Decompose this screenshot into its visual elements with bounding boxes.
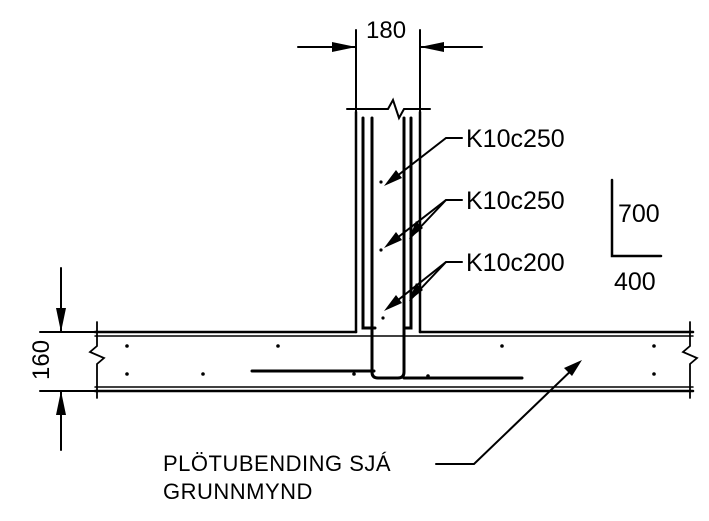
note-line-2: GRUNNMYND bbox=[163, 479, 313, 504]
slab-thickness-dimension bbox=[39, 267, 96, 451]
slab-rebar-dots bbox=[125, 344, 656, 378]
note-leader bbox=[435, 360, 582, 465]
u-bar bbox=[250, 334, 524, 380]
leader-arrowheads bbox=[384, 170, 423, 311]
slab-thickness-value: 160 bbox=[28, 340, 55, 380]
slab-outline bbox=[93, 330, 695, 393]
rebar-leaders bbox=[387, 137, 463, 309]
wall-rebar bbox=[361, 116, 413, 338]
wall-outline bbox=[346, 97, 431, 334]
note-line-1: PLÖTUBENDING SJÁ bbox=[163, 451, 391, 476]
rebar-label-2: K10c250 bbox=[466, 187, 565, 215]
rebar-label-1: K10c250 bbox=[466, 125, 565, 153]
wall-thickness-value: 180 bbox=[366, 17, 406, 44]
wall-rebar-dots bbox=[379, 180, 385, 320]
bend-horizontal-leg: 400 bbox=[614, 268, 656, 296]
bend-vertical-leg: 700 bbox=[618, 200, 660, 228]
slab-break-lines bbox=[88, 321, 699, 399]
bend-schedule-symbol bbox=[610, 178, 663, 258]
wall-thickness-dimension bbox=[297, 29, 483, 113]
rebar-label-3: K10c200 bbox=[466, 249, 565, 277]
